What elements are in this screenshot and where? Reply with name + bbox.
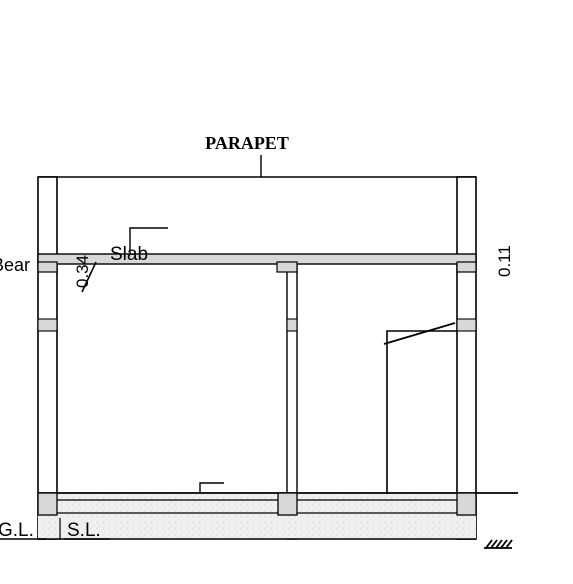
parapet-label: PARAPET [205, 133, 289, 153]
beam-label: Bear [0, 255, 30, 275]
left-column-base [37, 492, 58, 516]
door-frame [386, 330, 457, 494]
left-column [37, 176, 58, 540]
middle-beam-drop [276, 261, 298, 273]
slab-level-label: S.L. [67, 520, 101, 541]
floor-slab [38, 494, 476, 539]
earth-hatch-icon [484, 539, 513, 549]
slab-thickness-label: 0.34 [73, 255, 92, 288]
right-lintel [456, 318, 477, 332]
roof-slab [37, 253, 477, 265]
right-column [456, 176, 477, 540]
ground-level-label: G.L. [0, 520, 34, 541]
right-beam-drop [456, 261, 477, 273]
left-lintel [37, 318, 58, 332]
slab-leader [129, 227, 168, 254]
middle-lintel [286, 318, 298, 332]
door-swing-line [383, 322, 456, 345]
slab-label: Slab [110, 244, 148, 265]
floor-marker [199, 482, 224, 493]
left-beam-drop [37, 261, 58, 273]
beam-depth-label: 0.11 [495, 245, 514, 277]
middle-column-base [277, 492, 298, 516]
slab-thickness-tick [81, 261, 97, 293]
right-column-base [456, 492, 477, 516]
